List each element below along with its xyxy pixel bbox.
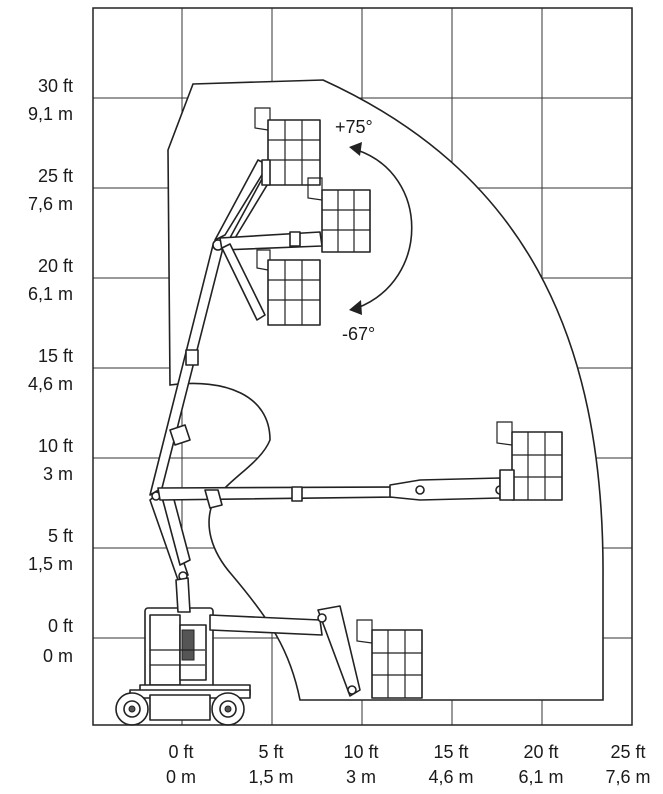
y-tick-ft: 0 ft — [48, 616, 73, 636]
y-tick-m: 9,1 m — [28, 104, 73, 124]
jib-upper — [214, 159, 276, 248]
y-tick-m: 4,6 m — [28, 374, 73, 394]
rotation-up-label: +75° — [335, 117, 373, 137]
jib-rotation-arrow — [349, 142, 413, 315]
jib-lower — [221, 243, 266, 321]
y-tick-m: 3 m — [43, 464, 73, 484]
x-tick-ft: 15 ft — [433, 742, 468, 762]
x-tick-m: 7,6 m — [605, 767, 650, 787]
x-tick-m: 0 m — [166, 767, 196, 787]
rotation-down-label: -67° — [342, 324, 375, 344]
platform-reach — [496, 421, 563, 501]
y-tick-ft: 10 ft — [38, 436, 73, 456]
main-boom-horizontal — [157, 477, 505, 509]
y-tick-m: 7,6 m — [28, 194, 73, 214]
y-tick-ft: 30 ft — [38, 76, 73, 96]
y-axis-labels: 0 ft 0 m 5 ft 1,5 m 10 ft 3 m 15 ft 4,6 … — [28, 76, 73, 666]
x-tick-ft: 10 ft — [343, 742, 378, 762]
x-tick-ft: 20 ft — [523, 742, 558, 762]
platform-low — [256, 249, 321, 326]
x-tick-m: 6,1 m — [518, 767, 563, 787]
platform-stowed — [356, 619, 423, 699]
platform-top — [254, 107, 321, 186]
x-tick-ft: 0 ft — [168, 742, 193, 762]
y-tick-m: 1,5 m — [28, 554, 73, 574]
x-axis-labels: 0 ft 0 m 5 ft 1,5 m 10 ft 3 m 15 ft 4,6 … — [166, 742, 651, 787]
y-tick-ft: 20 ft — [38, 256, 73, 276]
y-tick-ft: 5 ft — [48, 526, 73, 546]
rear-wheel — [211, 692, 245, 726]
y-tick-m: 6,1 m — [28, 284, 73, 304]
x-tick-ft: 5 ft — [258, 742, 283, 762]
counterweight — [149, 694, 211, 721]
front-wheel — [115, 692, 149, 726]
x-tick-m: 4,6 m — [428, 767, 473, 787]
y-tick-ft: 25 ft — [38, 166, 73, 186]
working-envelope — [167, 79, 604, 701]
platform-middle — [307, 177, 371, 253]
x-tick-m: 1,5 m — [248, 767, 293, 787]
y-tick-m: 0 m — [43, 646, 73, 666]
riser-arms — [149, 491, 191, 613]
lift-chassis — [129, 607, 251, 699]
x-tick-m: 3 m — [346, 767, 376, 787]
chart-frame — [92, 7, 633, 726]
stowed-boom — [209, 605, 361, 697]
x-tick-ft: 25 ft — [610, 742, 645, 762]
y-tick-ft: 15 ft — [38, 346, 73, 366]
